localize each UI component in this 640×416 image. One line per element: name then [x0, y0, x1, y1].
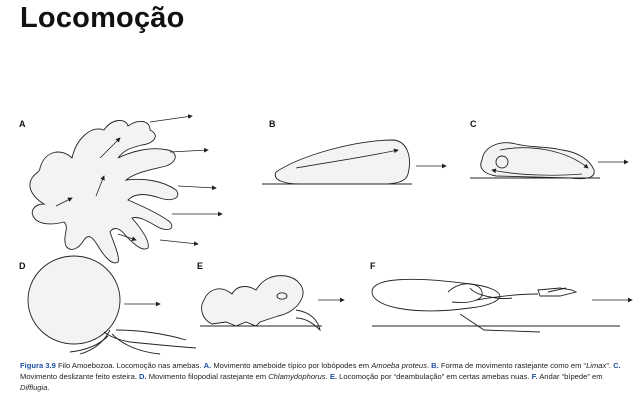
caption-figure-label: Figura 3.9 — [20, 361, 56, 370]
figure-caption: Figura 3.9 Filo Amoebozoa. Locomoção nas… — [20, 360, 628, 394]
panel-c-treadmill — [470, 142, 629, 180]
panel-label-c: C — [470, 119, 477, 129]
caption-text: Movimento ameboide típico por lobópodes … — [211, 361, 372, 370]
caption-text: Andar “bípede” em — [537, 372, 603, 382]
caption-text: Movimento deslizante feito esteira. — [20, 372, 140, 382]
page-title: Locomoção — [20, 2, 185, 34]
panel-label-b: B — [269, 119, 276, 129]
caption-label-a: A. — [203, 361, 212, 370]
panel-e-walking-amoeba — [200, 275, 345, 332]
caption-label-f: F. — [531, 372, 538, 382]
caption-text: Movimento filopodial rastejante em — [146, 372, 269, 382]
caption-label-d: D. — [139, 372, 147, 382]
panel-b-limax — [262, 139, 447, 185]
panel-label-e: E — [197, 261, 204, 271]
caption-text: . — [47, 383, 50, 393]
locomotion-figure — [27, 114, 633, 355]
panel-a-amoeba — [29, 114, 223, 264]
caption-species: Limax — [586, 361, 607, 370]
caption-species: Amoeba proteus — [371, 361, 427, 370]
caption-label-e: E. — [329, 372, 338, 382]
caption-text: . — [325, 372, 330, 382]
caption-label-c: C. — [613, 361, 621, 370]
caption-text: Locomoção por “deambulação” em certas am… — [337, 372, 532, 382]
caption-species: Difflugia — [20, 383, 48, 393]
caption-text: ”. — [606, 361, 614, 370]
panel-f-difflugia — [371, 278, 633, 333]
panel-label-f: F — [370, 261, 376, 271]
caption-species: Chlamydophorus — [268, 372, 326, 382]
panel-label-a: A — [19, 119, 26, 129]
caption-text: . — [426, 361, 432, 370]
caption-text: Filo Amoebozoa. Locomoção nas amebas. — [55, 361, 204, 370]
panel-label-d: D — [19, 261, 26, 271]
caption-text: Forma de movimento rastejante como em “ — [438, 361, 587, 370]
panel-d-chlamydophorus — [27, 255, 197, 355]
caption-label-b: B. — [431, 361, 439, 370]
